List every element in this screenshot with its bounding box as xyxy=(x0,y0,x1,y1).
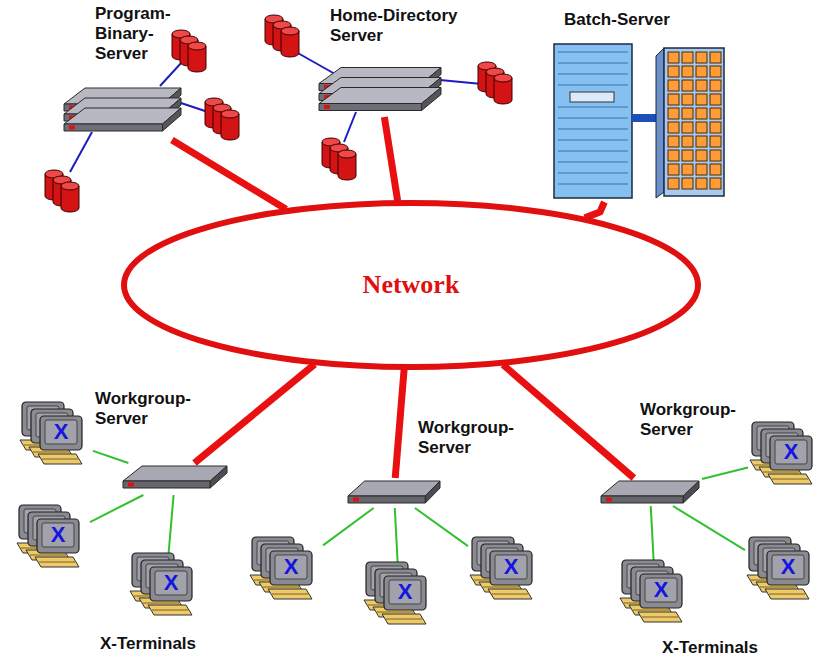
batch-server-icon xyxy=(552,42,727,202)
server-label: Batch-Server xyxy=(564,10,670,30)
workgroup-server-icon xyxy=(598,478,702,506)
terminal-cable xyxy=(651,506,654,560)
server-label: Workgroup- Server xyxy=(418,418,514,458)
terminal-cable xyxy=(702,467,748,479)
network-link xyxy=(172,140,286,209)
screen-mark: X xyxy=(155,571,187,595)
screen-mark: X xyxy=(389,580,421,604)
network-link xyxy=(395,369,404,478)
x-terminal: X xyxy=(745,537,820,609)
workgroup-server: Workgroup- Server xyxy=(345,478,443,508)
screen-mark: X xyxy=(775,440,807,464)
workgroup-server-icon xyxy=(120,463,230,495)
x-terminal: X xyxy=(618,560,693,632)
screen-mark: X xyxy=(772,555,804,579)
screen-mark: X xyxy=(495,555,527,579)
workgroup-server-icon xyxy=(345,478,443,508)
group-label: X-Terminals xyxy=(662,638,758,658)
x-terminal: X xyxy=(18,402,93,474)
terminal-cable xyxy=(93,451,128,463)
x-terminal: X xyxy=(15,505,90,577)
terminal-cable xyxy=(415,508,468,546)
x-terminal: X xyxy=(362,562,437,634)
workgroup-server: Workgroup- Server xyxy=(120,463,230,495)
file-server-icon xyxy=(60,80,185,140)
screen-mark: X xyxy=(45,420,77,444)
network-link xyxy=(503,365,634,478)
server-label: Workgroup- Server xyxy=(95,389,191,429)
group-label: X-Terminals xyxy=(100,634,196,654)
x-terminal: X xyxy=(128,553,203,625)
network-link xyxy=(384,117,397,201)
file-server: Home-Directory Server xyxy=(315,62,445,117)
file-server: Program- Binary- Server xyxy=(60,80,185,140)
terminal-cable xyxy=(169,495,174,553)
screen-mark: X xyxy=(275,555,307,579)
server-label: Program- Binary- Server xyxy=(95,4,171,64)
file-server-icon xyxy=(315,62,445,117)
terminal-cable xyxy=(395,508,398,562)
screen-mark: X xyxy=(645,578,677,602)
network-ellipse: Network xyxy=(121,200,701,370)
x-terminal: X xyxy=(248,537,323,609)
x-terminal: X xyxy=(468,537,543,609)
workgroup-server: Workgroup- Server xyxy=(598,478,702,506)
screen-mark: X xyxy=(42,523,74,547)
network-link xyxy=(585,202,605,218)
network-label: Network xyxy=(121,270,701,300)
terminal-cable xyxy=(673,506,745,550)
batch-server: Batch-Server xyxy=(552,42,727,202)
server-label: Home-Directory Server xyxy=(330,6,470,46)
terminal-cable xyxy=(323,508,374,545)
network-link xyxy=(194,364,314,463)
terminal-cable xyxy=(90,495,143,522)
server-label: Workgroup- Server xyxy=(640,400,736,440)
x-terminal: X xyxy=(748,422,823,494)
